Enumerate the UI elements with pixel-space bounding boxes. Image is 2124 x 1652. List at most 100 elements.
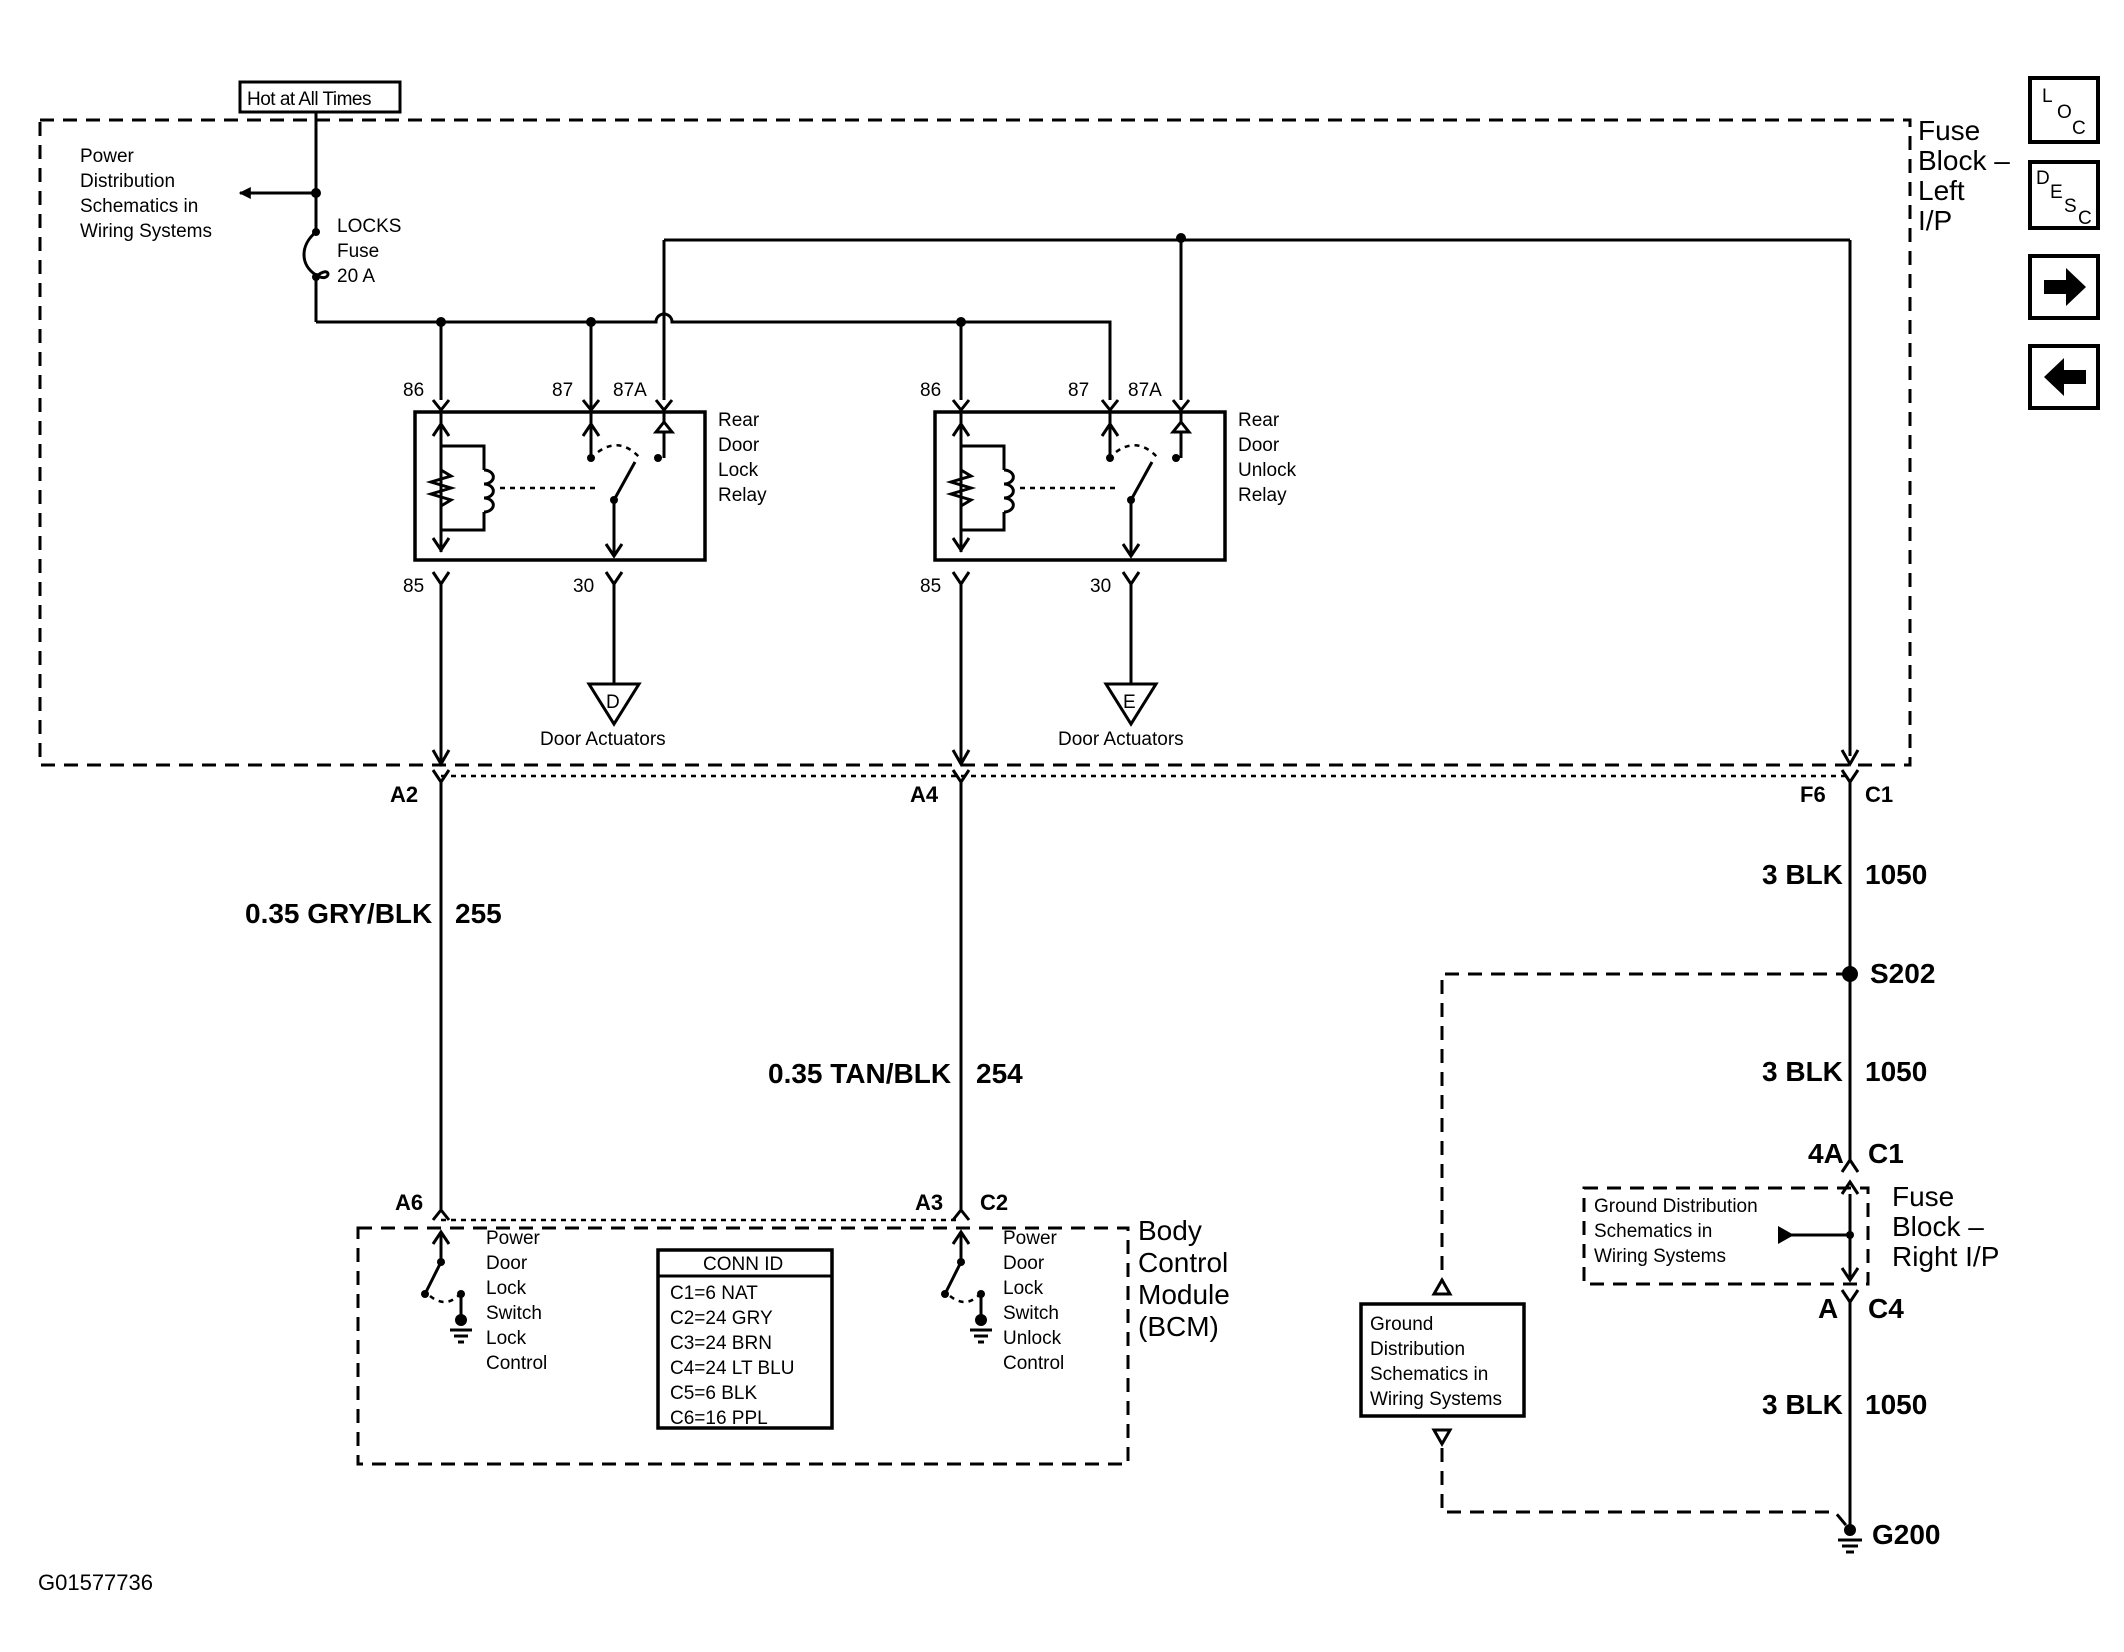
lock-switch-label-2: Door: [486, 1253, 528, 1274]
desc-d: D: [2036, 168, 2050, 189]
conn-id-table: CONN ID C1=6 NAT C2=24 GRY C3=24 BRN C4=…: [656, 1248, 834, 1430]
conn-f6-label: F6: [1800, 782, 1826, 807]
wire-1050-color-3: 3 BLK: [1762, 1389, 1843, 1420]
bcm-label-3: Module: [1138, 1279, 1230, 1310]
ground-dist-box-4: Wiring Systems: [1370, 1389, 1502, 1410]
desc-e: E: [2050, 182, 2063, 203]
fuse-block-right-label-3: Right I/P: [1892, 1241, 1999, 1272]
conn-id-row-3: C3=24 BRN: [670, 1333, 772, 1354]
wire-1050-number-3: 1050: [1865, 1389, 1927, 1420]
wire-1050-color-2: 3 BLK: [1762, 1056, 1843, 1087]
conn-4a-label: 4A: [1808, 1138, 1844, 1169]
conn-c1-label: C1: [1865, 782, 1893, 807]
power-distribution-ref-3: Schematics in: [80, 196, 198, 217]
unlock-relay-pin-86: 86: [920, 380, 941, 401]
fuse-block-right-label-1: Fuse: [1892, 1181, 1954, 1212]
lock-relay-pin-86: 86: [403, 380, 424, 401]
unlock-switch-label-4: Switch: [1003, 1303, 1059, 1324]
unlock-relay-pin-85: 85: [920, 576, 941, 597]
desc-button[interactable]: D E S C: [2028, 160, 2100, 230]
power-distribution-ref-1: Power: [80, 146, 135, 167]
conn-a2-label: A2: [390, 782, 418, 807]
lock-switch-label-1: Power: [486, 1228, 541, 1249]
lock-relay-pin-30: 30: [573, 576, 594, 597]
ground-dist-box-2: Distribution: [1370, 1339, 1465, 1360]
lock-switch-label-5: Lock: [486, 1328, 527, 1349]
wire-255-number: 255: [455, 898, 502, 929]
lock-relay-label-2: Door: [718, 435, 760, 456]
lock-switch-label-6: Control: [486, 1353, 547, 1374]
wire-255-color: 0.35 GRY/BLK: [245, 898, 432, 929]
prev-page-button[interactable]: [2028, 344, 2100, 410]
arrow-right-icon: [2044, 268, 2086, 306]
wire-1050-color-1: 3 BLK: [1762, 859, 1843, 890]
conn-id-row-5: C5=6 BLK: [670, 1383, 757, 1404]
conn-a3-label: A3: [915, 1190, 943, 1215]
conn-c4-label: C4: [1868, 1293, 1904, 1324]
loc-l: L: [2042, 86, 2053, 107]
ground-g200-label: G200: [1872, 1519, 1941, 1550]
next-page-button[interactable]: [2028, 254, 2100, 320]
conn-c1-right-label: C1: [1868, 1138, 1904, 1169]
unlock-relay-pin-87a: 87A: [1128, 380, 1162, 401]
locks-fuse-label-1: LOCKS: [337, 216, 401, 237]
conn-c2-label: C2: [980, 1190, 1008, 1215]
locks-fuse-label-3: 20 A: [337, 266, 375, 287]
unlock-relay-label-2: Door: [1238, 435, 1280, 456]
lock-relay-pin-87a: 87A: [613, 380, 647, 401]
conn-a-label: A: [1818, 1293, 1838, 1324]
ground-dist-small-1: Ground Distribution: [1594, 1196, 1758, 1217]
lock-switch-label-4: Switch: [486, 1303, 542, 1324]
conn-a4-label: A4: [910, 782, 939, 807]
fuse-block-right-boundary: [1582, 1186, 1870, 1286]
locks-fuse-label-2: Fuse: [337, 241, 379, 262]
ground-dist-small-3: Wiring Systems: [1594, 1246, 1726, 1267]
conn-id-row-2: C2=24 GRY: [670, 1308, 773, 1329]
lock-relay-pin-85: 85: [403, 576, 424, 597]
unlock-switch-label-2: Door: [1003, 1253, 1045, 1274]
unlock-relay-pin-87: 87: [1068, 380, 1089, 401]
offpage-connector-e-label: E: [1123, 692, 1136, 713]
hot-at-all-times-label: Hot at All Times: [247, 89, 371, 110]
figure-id: G01577736: [38, 1570, 153, 1595]
bcm-boundary: [356, 1226, 1130, 1466]
offpage-connector-d: [586, 682, 642, 727]
lock-switch-symbol: [421, 1229, 472, 1344]
door-actuators-label-e: Door Actuators: [1058, 729, 1184, 750]
conn-id-row-4: C4=24 LT BLU: [670, 1358, 794, 1379]
unlock-relay-label-4: Relay: [1238, 485, 1287, 506]
unlock-switch-label-6: Control: [1003, 1353, 1064, 1374]
lock-relay-label-4: Relay: [718, 485, 767, 506]
lock-relay-label-3: Lock: [718, 460, 759, 481]
wire-1050-number-2: 1050: [1865, 1056, 1927, 1087]
loc-c: C: [2072, 118, 2086, 139]
unlock-relay-label-1: Rear: [1238, 410, 1280, 431]
offpage-connector-e: [1103, 682, 1159, 727]
desc-s: S: [2064, 196, 2077, 217]
lock-relay-pin-87: 87: [552, 380, 573, 401]
unlock-switch-symbol: [941, 1229, 992, 1344]
unlock-switch-label-5: Unlock: [1003, 1328, 1062, 1349]
lock-switch-label-3: Lock: [486, 1278, 527, 1299]
unlock-relay-label-3: Unlock: [1238, 460, 1297, 481]
conn-id-row-6: C6=16 PPL: [670, 1408, 768, 1429]
ground-dist-box-3: Schematics in: [1370, 1364, 1488, 1385]
rear-door-unlock-relay: [933, 322, 1227, 562]
wire-254-color: 0.35 TAN/BLK: [768, 1058, 951, 1089]
power-distribution-ref-4: Wiring Systems: [80, 221, 212, 242]
fuse-block-left-boundary: [38, 118, 1912, 767]
fuse-block-left-label-4: I/P: [1918, 205, 1952, 236]
offpage-connector-d-label: D: [606, 692, 620, 713]
fuse-block-left-label-3: Left: [1918, 175, 1965, 206]
ground-dist-small-2: Schematics in: [1594, 1221, 1712, 1242]
hot-at-all-times-box: [238, 80, 402, 114]
desc-c: C: [2078, 208, 2092, 229]
loc-button[interactable]: L O C: [2028, 76, 2100, 144]
conn-id-row-1: C1=6 NAT: [670, 1283, 758, 1304]
arrow-left-icon: [2044, 358, 2086, 396]
conn-a6-label: A6: [395, 1190, 423, 1215]
lock-relay-label-1: Rear: [718, 410, 760, 431]
unlock-switch-label-1: Power: [1003, 1228, 1058, 1249]
ground-g200-symbol: [1838, 1524, 1862, 1554]
